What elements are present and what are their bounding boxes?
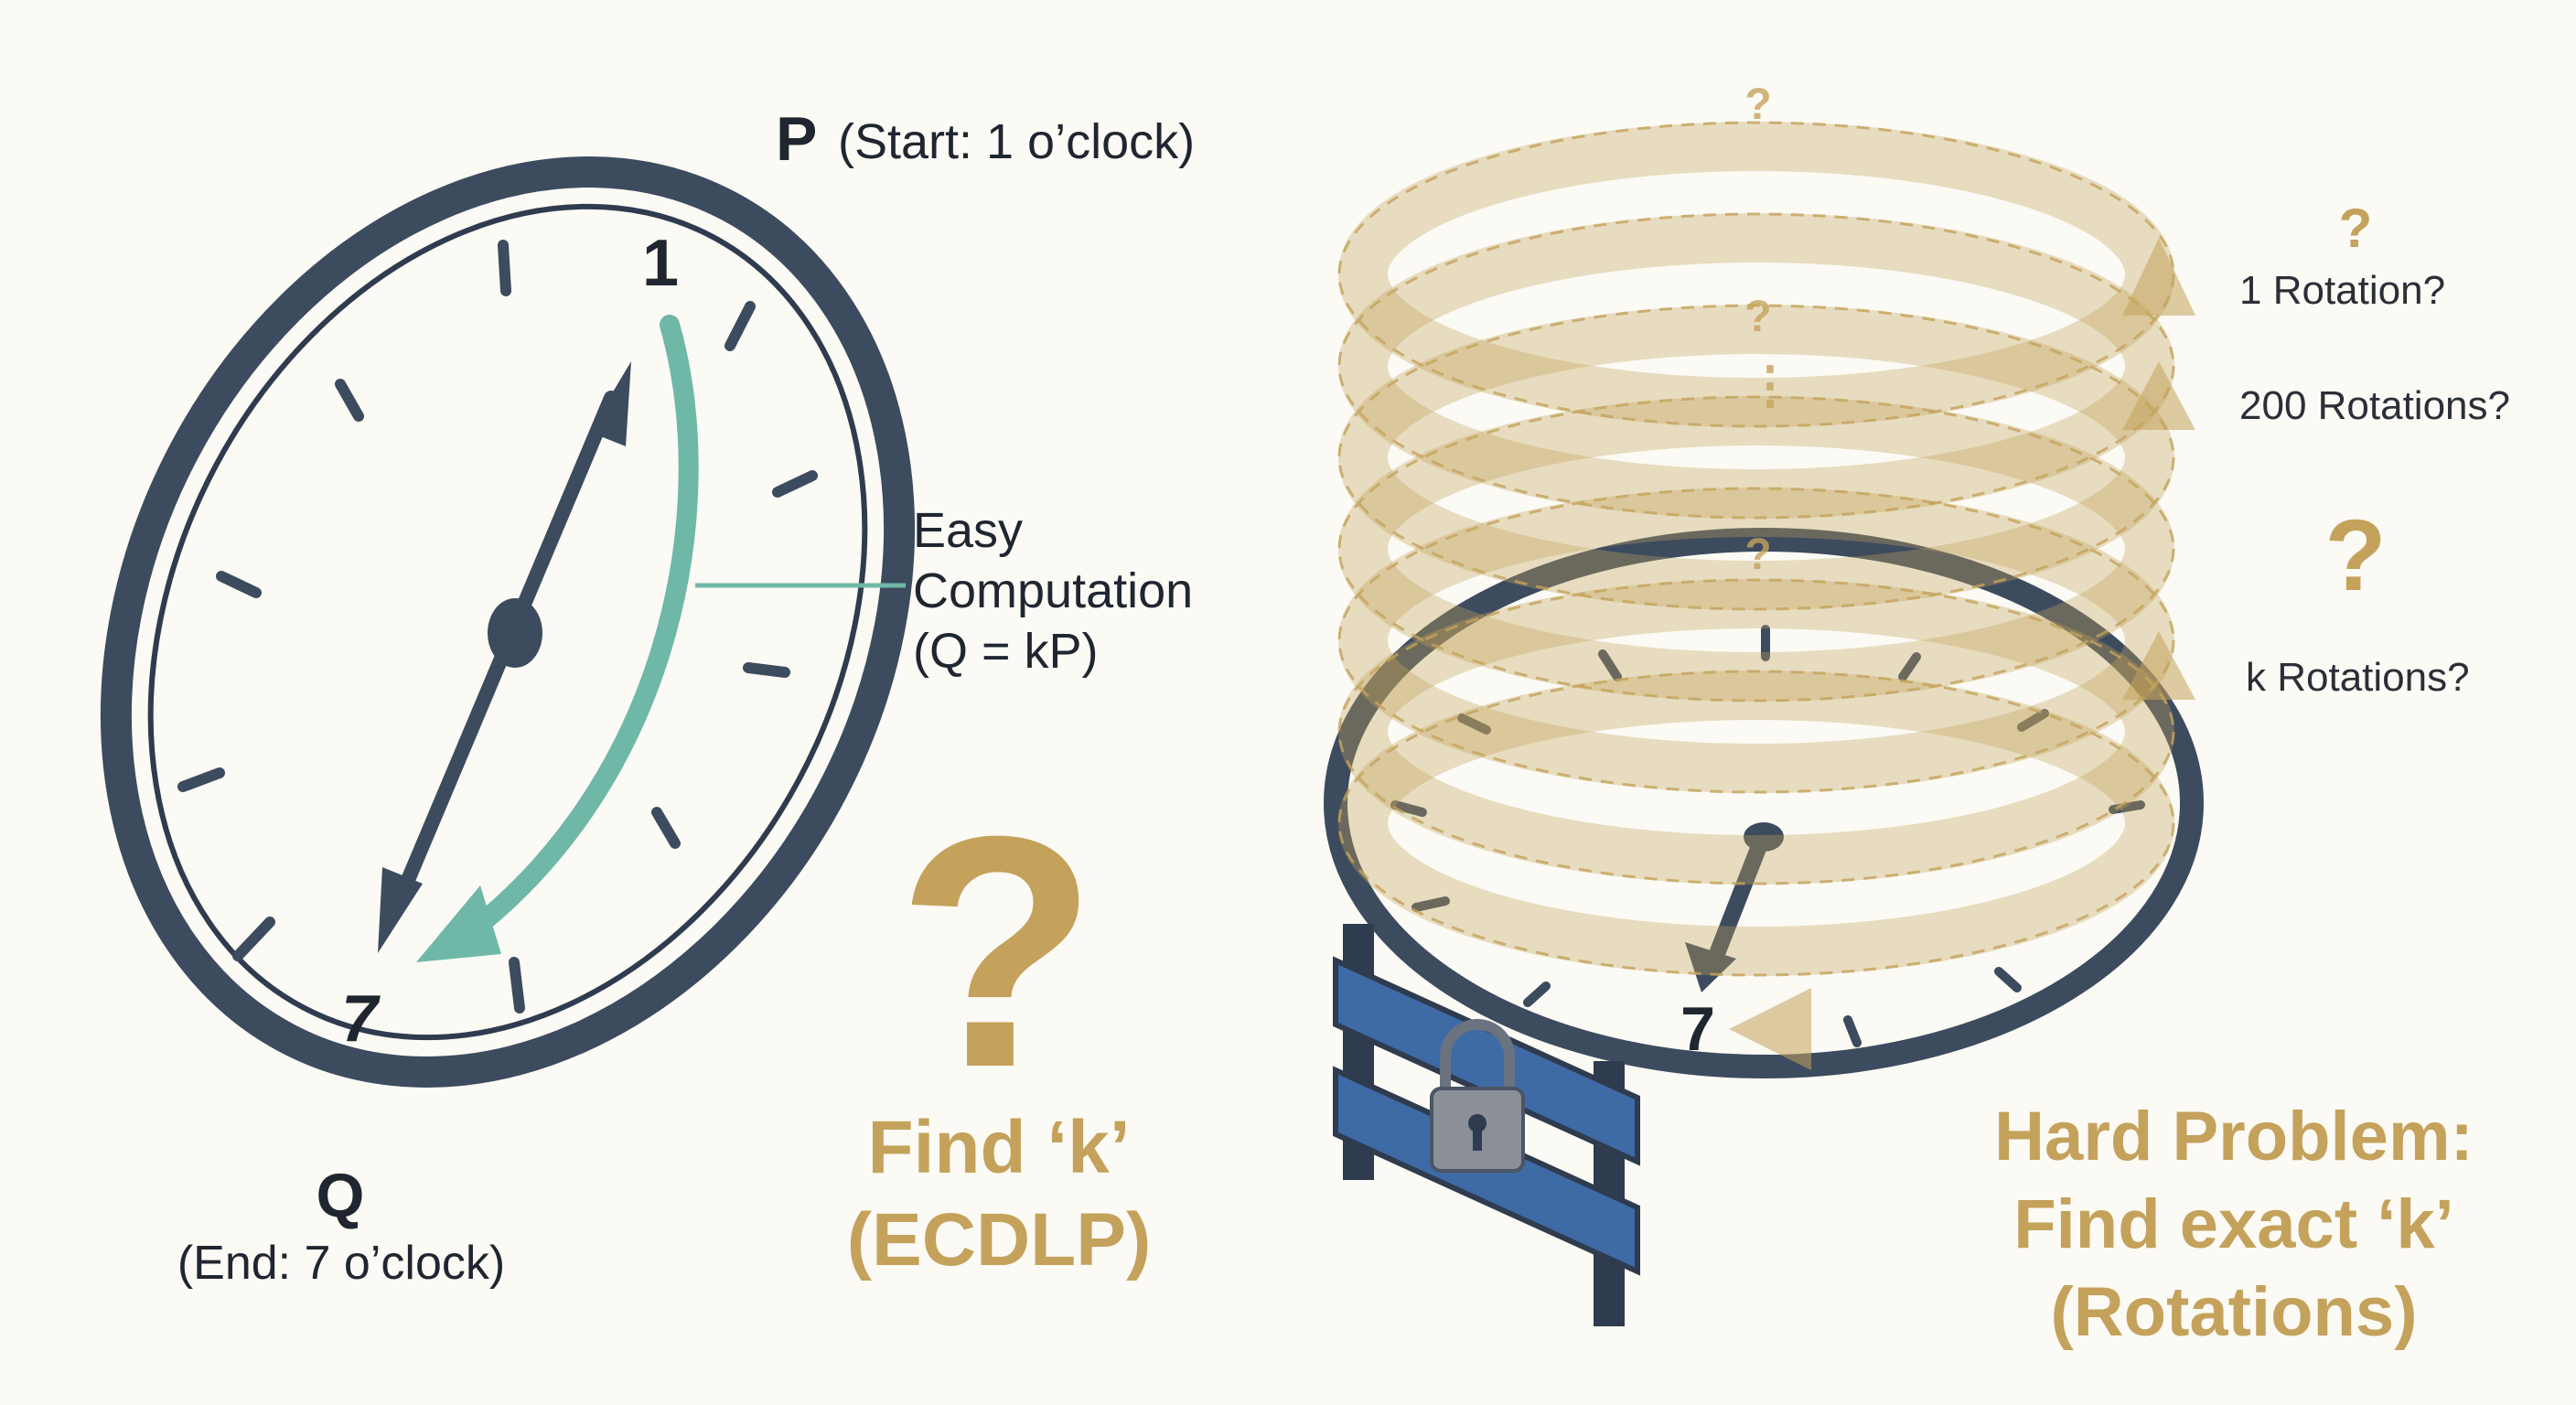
rotation-label-200: 200 Rotations?	[2239, 383, 2510, 428]
hard-problem-line3: (Rotations)	[2050, 1273, 2417, 1351]
hard-problem-line2: Find exact ‘k’	[2013, 1185, 2454, 1263]
clock-center	[488, 598, 542, 668]
find-k-line2: (ECDLP)	[847, 1198, 1152, 1282]
rotation-label-1: 1 Rotation?	[2239, 268, 2445, 313]
clock-number-7: 7	[341, 982, 381, 1056]
point-p-label: P	[776, 104, 817, 174]
left-clock: 1 7	[0, 34, 1052, 1209]
easy-label-line3: (Q = kP)	[913, 624, 1099, 679]
point-q-label: Q	[317, 1161, 365, 1230]
coil-dots: ⋮	[1744, 356, 1796, 413]
right-clock-number-7: 7	[1680, 994, 1715, 1064]
coil-question-mid: ?	[1744, 293, 1771, 341]
point-p-caption: (Start: 1 o’clock)	[838, 114, 1195, 169]
easy-label-line2: Computation	[913, 563, 1193, 618]
rotation-label-k: k Rotations?	[2246, 655, 2470, 700]
find-k-line1: Find ‘k’	[868, 1106, 1131, 1189]
side-question-big: ?	[2324, 499, 2386, 612]
easy-label-line1: Easy	[913, 503, 1023, 558]
coil-question-top: ?	[1744, 80, 1771, 129]
big-question-mark: ?	[896, 768, 1098, 1136]
point-q-caption: (End: 7 o’clock)	[177, 1237, 505, 1290]
side-question-top: ?	[2339, 198, 2373, 259]
hard-problem-line1: Hard Problem:	[1994, 1098, 2474, 1175]
clock-number-1: 1	[642, 227, 679, 300]
coil-question-low: ?	[1744, 531, 1771, 579]
